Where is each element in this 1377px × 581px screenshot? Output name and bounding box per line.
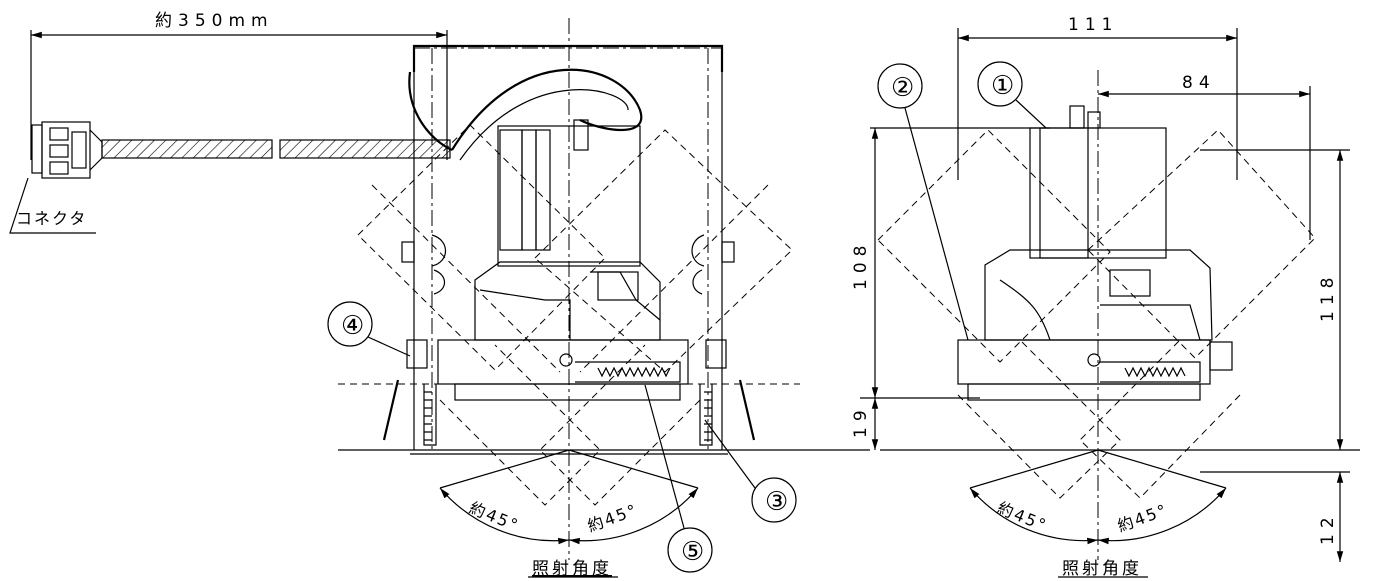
callout-4-label: ④ bbox=[341, 311, 364, 341]
angle-label-left-b: 約45° bbox=[585, 500, 641, 536]
callout-1-circle bbox=[977, 61, 1023, 107]
right-clip bbox=[691, 234, 735, 369]
width-111-label: 111 bbox=[1068, 15, 1118, 35]
callout-3-circle bbox=[751, 477, 797, 523]
callout-3-label: ③ bbox=[765, 487, 788, 517]
callout-2-circle bbox=[877, 63, 923, 109]
left-clip bbox=[401, 234, 447, 369]
height-108-label: 108 bbox=[851, 240, 871, 290]
connector-shape bbox=[31, 121, 103, 179]
width-84-label: 84 bbox=[1182, 73, 1216, 93]
height-12-label: 12 bbox=[1318, 511, 1338, 545]
callout-2-label: ② bbox=[891, 73, 914, 103]
connector-label: コネクタ bbox=[16, 209, 87, 228]
height-19-label: 19 bbox=[851, 404, 871, 438]
callout-1-label: ① bbox=[991, 71, 1014, 101]
callout-5-circle bbox=[667, 527, 713, 573]
callout-4-circle bbox=[327, 301, 373, 347]
angle-label-left-a: 約45° bbox=[467, 498, 523, 535]
cable-section-b bbox=[279, 139, 451, 159]
caption-left: 照射角度 bbox=[532, 559, 612, 579]
height-118-label: 118 bbox=[1318, 272, 1338, 322]
angle-label-right-b: 約45° bbox=[1115, 500, 1171, 536]
cable-section-a bbox=[101, 139, 273, 159]
cable-length-label: 約350mm bbox=[155, 11, 274, 31]
angle-label-right-a: 約45° bbox=[995, 498, 1051, 535]
right-view: 111 84 108 19 118 12 bbox=[851, 15, 1360, 579]
left-view: 約350mm コネクタ bbox=[9, 11, 870, 579]
callout-5-label: ⑤ bbox=[681, 537, 704, 567]
caption-right: 照射角度 bbox=[1062, 559, 1142, 579]
